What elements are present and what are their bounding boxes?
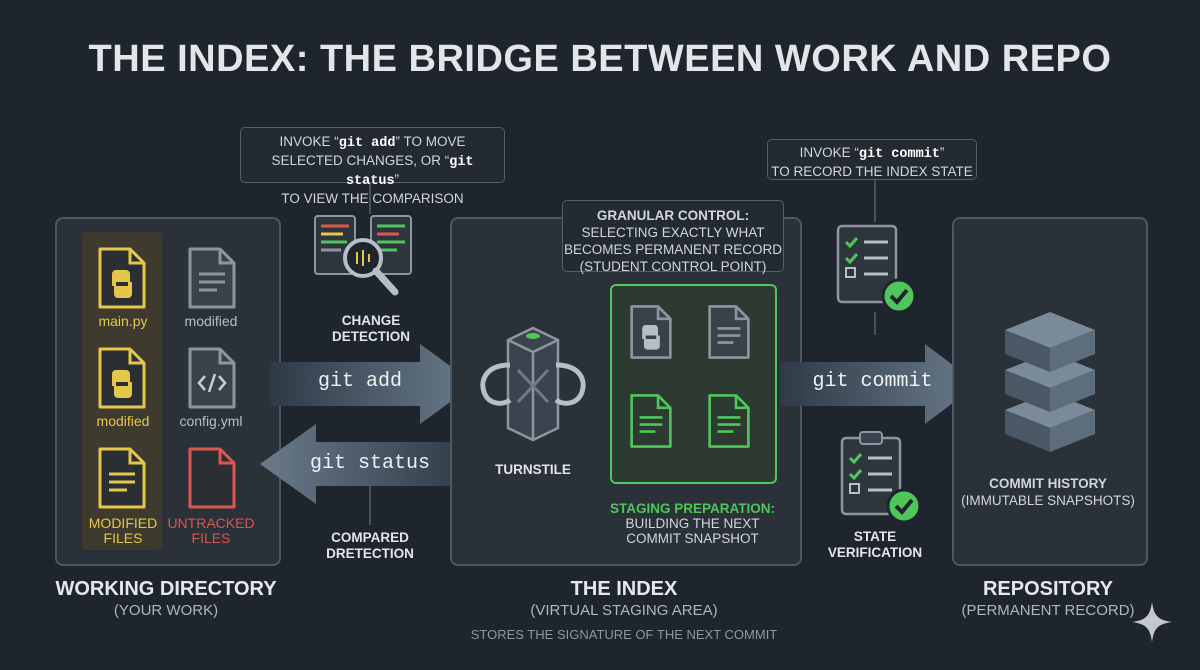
staged-document-icon	[708, 305, 750, 359]
git-commit-callout: INVOKE “git commit” TO RECORD THE INDEX …	[767, 139, 977, 180]
python-file-icon	[98, 347, 146, 409]
index-note: STORES THE SIGNATURE OF THE NEXT COMMIT	[470, 627, 778, 642]
magnifier-diff-icon	[314, 215, 412, 296]
repository-title: REPOSITORY	[982, 578, 1114, 600]
repository-subtitle: (PERMANENT RECORD)	[961, 602, 1135, 619]
file-label-modified-python: modified	[96, 413, 150, 429]
file-label-main-py: main.py	[98, 313, 148, 329]
turnstile-icon	[480, 326, 586, 442]
git-add-arrow	[270, 344, 475, 424]
staged-python-file-icon	[630, 305, 672, 359]
commit-stack-icon	[1005, 312, 1095, 452]
modified-file-icon	[98, 447, 146, 509]
git-add-callout: INVOKE “git add” TO MOVE SELECTED CHANGE…	[240, 127, 505, 206]
staging-preparation-label: STAGING PREPARATION: BUILDING THE NEXT C…	[610, 501, 775, 546]
sparkle-icon	[1132, 602, 1172, 642]
document-file-icon	[188, 247, 236, 309]
commit-history-label: COMMIT HISTORY (IMMUTABLE SNAPSHOTS)	[961, 476, 1135, 508]
python-file-icon	[98, 247, 146, 309]
git-commit-arrow	[780, 344, 978, 424]
staged-green-file-icon	[708, 394, 750, 448]
index-subtitle: (VIRTUAL STAGING AREA)	[530, 602, 718, 619]
turnstile-label: TURNSTILE	[495, 462, 571, 477]
git-status-arrow	[260, 424, 470, 504]
file-label-modified: modified	[184, 313, 238, 329]
git-status-label: git status	[309, 452, 431, 475]
granular-control-callout: GRANULAR CONTROL: SELECTING EXACTLY WHAT…	[562, 200, 784, 274]
index-title: THE INDEX	[570, 578, 678, 600]
git-commit-label: git commit	[812, 370, 933, 393]
file-label-config-yml: config.yml	[179, 413, 243, 429]
untracked-file-icon	[188, 447, 236, 509]
page-title: THE INDEX: THE BRIDGE BETWEEN WORK AND R…	[88, 38, 1112, 80]
working-directory-title: WORKING DIRECTORY	[55, 578, 277, 600]
code-file-icon	[188, 347, 236, 409]
clipboard-check-icon	[840, 431, 922, 524]
checklist-icon	[836, 224, 917, 314]
staged-green-file-icon	[630, 394, 672, 448]
git-add-label: git add	[317, 370, 402, 393]
working-directory-subtitle: (YOUR WORK)	[113, 602, 219, 619]
